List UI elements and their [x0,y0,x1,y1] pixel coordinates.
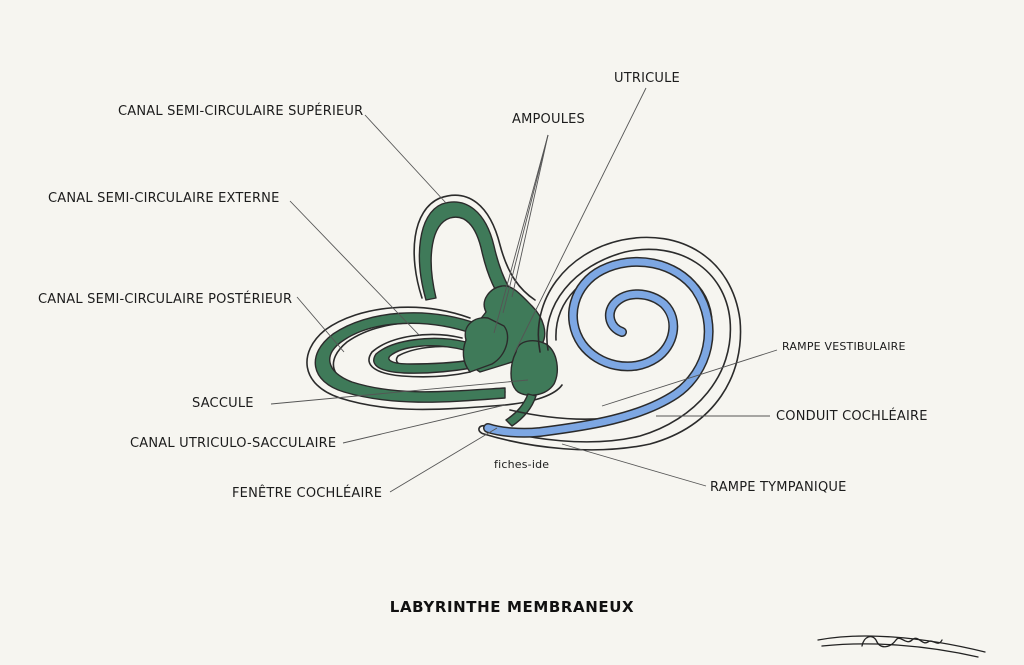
label-canal-utriculo-sacculaire: CANAL UTRICULO-SACCULAIRE [130,436,337,451]
artist-signature [817,635,986,658]
label-fenetre-cochleaire: FENÊTRE COCHLÉAIRE [232,486,383,501]
leader-lines [270,87,778,493]
label-ampoules: AMPOULES [512,112,586,127]
label-conduit-cochleaire: CONDUIT COCHLÉAIRE [776,409,928,424]
label-saccule: SACCULE [192,396,254,411]
label-canal-externe: CANAL SEMI-CIRCULAIRE EXTERNE [48,191,280,206]
vestibular-membranous [314,201,558,427]
cochlear-duct [483,256,714,438]
label-rampe-vestibulaire: RAMPE VESTIBULAIRE [782,340,906,353]
diagram-title: LABYRINTHE MEMBRANEUX [389,598,635,616]
label-canal-superieur: CANAL SEMI-CIRCULAIRE SUPÉRIEUR [118,104,364,119]
label-canal-posterieur: CANAL SEMI-CIRCULAIRE POSTÉRIEUR [38,292,293,307]
watermark-text: fiches-ide [494,458,550,471]
label-rampe-tympanique: RAMPE TYMPANIQUE [710,480,847,495]
label-utricule: UTRICULE [614,71,680,86]
